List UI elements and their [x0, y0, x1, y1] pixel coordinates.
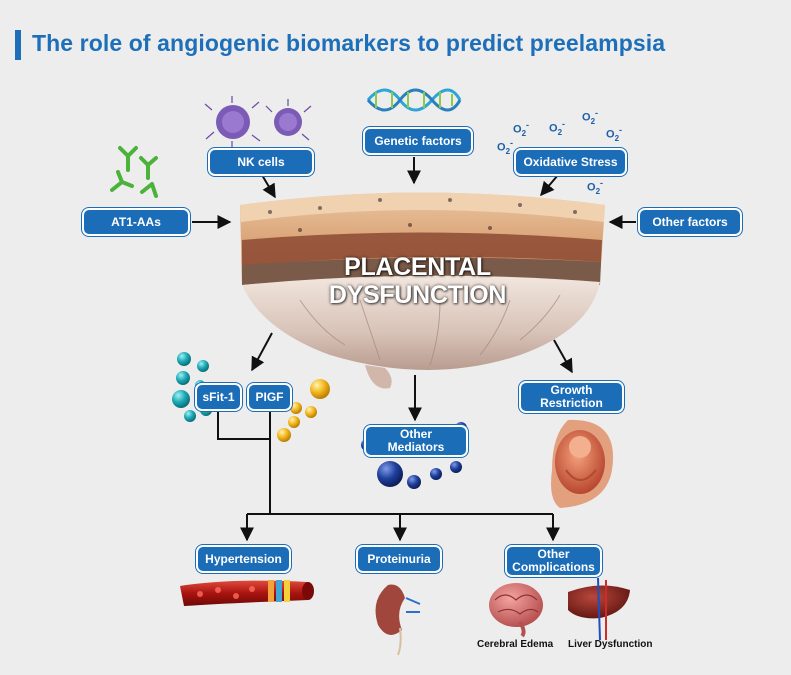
fetus-icon: [551, 419, 614, 508]
teal-spheres: [172, 352, 212, 422]
sfit1-box: sFit-1: [195, 383, 242, 411]
brain-icon: [489, 583, 543, 638]
cerebral-edema-caption: Cerebral Edema: [477, 639, 554, 650]
connector-tree: [217, 412, 560, 542]
placental-dysfunction-label: PLACENTAL DYSFUNCTION: [300, 253, 535, 309]
other-mediators-line2: Mediators: [387, 440, 445, 454]
kidney-icon: [375, 584, 421, 656]
liver-icon: [568, 577, 630, 641]
nk-cell-icon: [204, 96, 312, 148]
center-label-line1: PLACENTAL: [344, 253, 491, 281]
o2-label: O2-: [606, 125, 623, 143]
antibody-icon: [110, 146, 158, 198]
growth-restriction-line1: Growth: [550, 383, 593, 397]
pigf-box: PIGF: [247, 383, 292, 411]
nk-cells-box: NK cells: [208, 148, 314, 176]
liver-dysfunction-caption: Liver Dysfunction: [568, 639, 653, 650]
o2-label: O2-: [587, 178, 604, 196]
growth-restriction-line2: Restriction: [540, 396, 603, 410]
o2-label: O2-: [549, 119, 566, 137]
proteinuria-box: Proteinuria: [356, 545, 442, 573]
other-complications-line2: Complications: [512, 560, 595, 574]
o2-label: O2-: [497, 138, 514, 156]
other-complications-box: Other Complications: [505, 545, 602, 577]
oxidative-stress-box: Oxidative Stress: [514, 148, 627, 176]
hypertension-box: Hypertension: [196, 545, 291, 573]
page-title: The role of angiogenic biomarkers to pre…: [32, 30, 666, 56]
growth-restriction-box: Growth Restriction: [519, 381, 624, 413]
placenta-icon: [240, 192, 605, 389]
other-mediators-box: Other Mediators: [364, 425, 468, 457]
output-arrows: [251, 332, 573, 422]
center-label-line2: DYSFUNCTION: [328, 281, 507, 309]
input-arrows: [192, 157, 636, 229]
gold-spheres: [277, 379, 330, 442]
o2-label: O2-: [513, 120, 530, 138]
at1-aas-box: AT1-AAs: [82, 208, 190, 236]
blood-vessel-icon: [180, 580, 314, 606]
dna-icon: [366, 88, 462, 112]
o2-label: O2-: [582, 108, 599, 126]
other-factors-box: Other factors: [638, 208, 742, 236]
genetic-factors-box: Genetic factors: [363, 127, 473, 155]
other-mediators-line1: Other: [399, 427, 432, 441]
title-accent-bar: [15, 30, 21, 60]
other-complications-line1: Other: [537, 547, 570, 561]
